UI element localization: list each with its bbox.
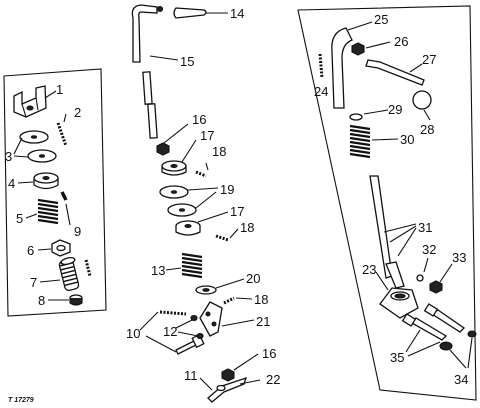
callout-4: 4 [8, 176, 15, 191]
part-ball [412, 90, 432, 110]
part-spring-mid [181, 252, 203, 279]
callout-18: 18 [212, 144, 226, 159]
part-curved-rod [331, 27, 353, 109]
callout-25: 25 [374, 12, 388, 27]
callout-35: 35 [390, 350, 404, 365]
callout-17: 17 [200, 128, 214, 143]
callout-5: 5 [16, 211, 23, 226]
callout-10: 10 [126, 326, 140, 341]
part-small-spring [159, 310, 187, 316]
callout-27: 27 [422, 52, 436, 67]
part-grip [173, 7, 207, 19]
callout-16: 16 [192, 112, 206, 127]
right-panel [297, 5, 477, 401]
callout-17-repeat: 17 [230, 204, 244, 219]
callout-18-third: 18 [254, 292, 268, 307]
callout-11: 11 [184, 368, 198, 383]
callout-labels: 1 2 3 4 5 6 7 8 9 10 11 12 13 14 15 16 1… [5, 6, 468, 387]
callout-30: 30 [400, 132, 414, 147]
left-panel-frame [3, 68, 107, 317]
callout-18-repeat: 18 [240, 220, 254, 235]
callout-7: 7 [30, 275, 37, 290]
part-pin [56, 122, 68, 147]
callout-19: 19 [220, 182, 234, 197]
callout-16-repeat: 16 [262, 346, 276, 361]
callout-28: 28 [420, 122, 434, 137]
part-hub [161, 160, 187, 176]
callout-2: 2 [74, 105, 81, 120]
callout-14: 14 [230, 6, 244, 21]
callout-31: 31 [418, 220, 432, 235]
part-spring-right [349, 124, 371, 159]
part-base-bracket [379, 287, 419, 319]
left-panel: T 17279 [3, 68, 107, 404]
right-panel-frame [297, 5, 477, 401]
callout-33: 33 [452, 250, 466, 265]
callout-3: 3 [5, 149, 12, 164]
part-upper-rod [131, 4, 158, 63]
callout-1: 1 [56, 82, 63, 97]
part-hub-lower [175, 220, 201, 236]
part-nut-top [156, 142, 170, 156]
callout-24: 24 [314, 84, 328, 99]
callout-26: 26 [394, 34, 408, 49]
part-cup [33, 172, 59, 190]
middle-assembly [131, 4, 261, 403]
part-threaded-rod [365, 59, 425, 86]
callout-20: 20 [246, 271, 260, 286]
part-spring [37, 198, 59, 225]
figure-reference: T 17279 [8, 397, 34, 404]
callout-23: 23 [362, 262, 376, 277]
callout-15: 15 [180, 54, 194, 69]
callout-34: 34 [454, 372, 468, 387]
callout-9: 9 [74, 224, 81, 239]
callout-8: 8 [38, 293, 45, 308]
callout-22: 22 [266, 372, 280, 387]
callout-21: 21 [256, 314, 270, 329]
callout-13: 13 [151, 263, 165, 278]
part-pivot-pin [207, 376, 248, 403]
callout-29: 29 [388, 102, 402, 117]
callout-6: 6 [27, 243, 34, 258]
part-bracket [13, 85, 47, 118]
part-plate [199, 301, 223, 337]
part-small-pin [60, 191, 68, 201]
callout-32: 32 [422, 242, 436, 257]
part-bolts [401, 303, 466, 341]
callout-12: 12 [163, 324, 177, 339]
part-knurled-sleeve [58, 256, 80, 292]
